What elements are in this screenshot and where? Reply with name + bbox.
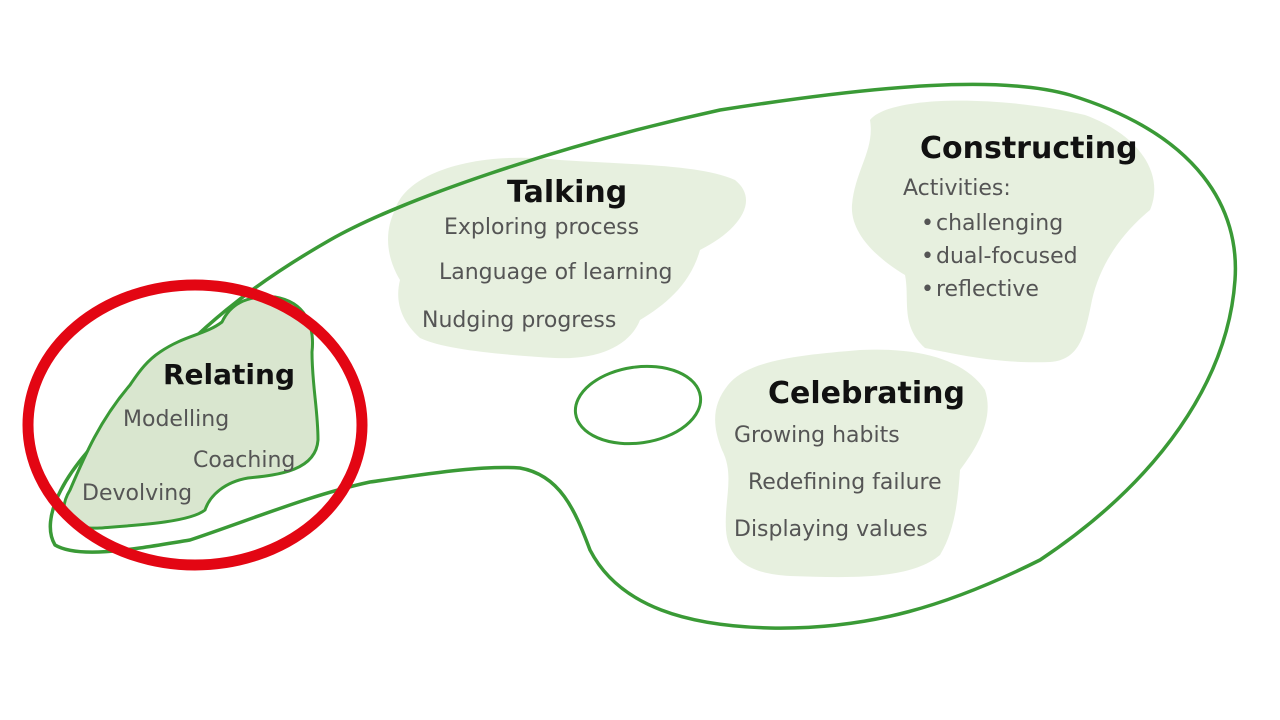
bullet-dot: • [921,244,934,269]
talking-heading: Talking [507,175,627,210]
celebrating-item: Redefining failure [748,470,942,495]
talking-section: Talking Exploring process Language of le… [422,175,673,333]
bullet-dot: • [921,211,934,236]
constructing-item: dual-focused [936,244,1078,269]
relating-section: Relating Modelling Coaching Devolving [82,358,295,506]
talking-item: Exploring process [444,215,639,240]
talking-blob [388,157,747,359]
relating-item: Devolving [82,481,192,506]
celebrating-heading: Celebrating [768,376,965,411]
relating-blob [64,296,318,529]
constructing-item: reflective [936,277,1039,302]
celebrating-blob [715,349,988,578]
constructing-blob [851,100,1155,363]
celebrating-item: Displaying values [734,517,928,542]
constructing-subheading: Activities: [903,176,1011,201]
relating-highlight-circle [22,279,368,571]
constructing-heading: Constructing [920,131,1138,166]
palette-thumb-hole [573,364,703,446]
relating-item: Modelling [123,407,229,432]
celebrating-item: Growing habits [734,423,900,448]
constructing-item: challenging [936,211,1063,236]
palette-outline [48,82,1238,630]
celebrating-section: Celebrating Growing habits Redefining fa… [734,376,965,542]
talking-item: Language of learning [439,260,673,285]
constructing-section: Constructing Activities: • challenging •… [903,131,1138,302]
relating-item: Coaching [193,448,295,473]
talking-item: Nudging progress [422,308,616,333]
bullet-dot: • [921,277,934,302]
relating-heading: Relating [163,358,295,391]
